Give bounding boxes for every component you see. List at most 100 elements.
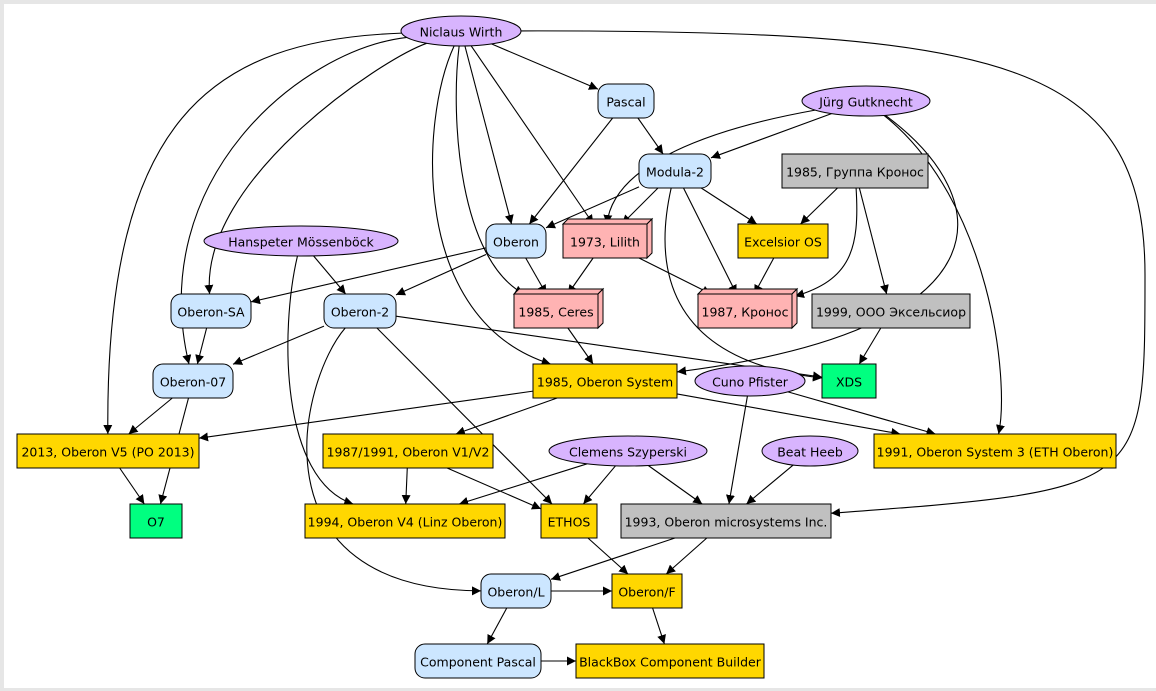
edge-wirth-to-oberon-system [432, 45, 551, 366]
edge-oberon-system-to-v5 [198, 390, 534, 442]
edge-modula2-to-oberon [545, 186, 640, 229]
node-label: Oberon-07 [160, 375, 226, 390]
node-lilith[interactable]: 1973, Lilith [561, 217, 654, 260]
language-shape [597, 83, 655, 119]
node-label: Clemens Szyperski [569, 445, 687, 460]
edge-oberon07-to-v5 [128, 397, 173, 435]
node-oberon-l[interactable]: Oberon/L [480, 573, 552, 609]
node-oberon-sa[interactable]: Oberon-SA [170, 293, 252, 329]
node-gutknecht[interactable]: Jürg Gutknecht [801, 85, 931, 117]
hardware-shape [562, 223, 648, 259]
edge-oberon2-to-oberon-l [306, 327, 482, 596]
node-label: BlackBox Component Builder [579, 655, 762, 670]
edge-modula2-to-excelsior-os [700, 187, 758, 225]
node-v1v2[interactable]: 1987/1991, Oberon V1/V2 [322, 433, 494, 469]
edge-pascal-to-oberon [528, 117, 614, 225]
edge-modula2-to-kronos [683, 187, 737, 295]
box-top-face [696, 288, 799, 295]
node-oberon2[interactable]: Oberon-2 [323, 293, 397, 329]
edge-oberon-l-to-component-pascal [486, 607, 508, 645]
node-kronos[interactable]: 1987, Кронос [696, 287, 799, 330]
system-shape [532, 363, 678, 399]
edge-szyperski-to-ethos [582, 465, 616, 505]
node-label: 1991, Oberon System 3 (ETH Oberon) [877, 445, 1114, 460]
edge-oms-to-oberon-f [665, 537, 708, 575]
edge-szyperski-to-v4 [458, 463, 588, 506]
edge-wirth-to-oms [520, 30, 1146, 518]
edge-oberon-system-to-system3 [676, 393, 901, 437]
node-label: Niclaus Wirth [420, 25, 503, 40]
edge-kronos-group-to-excelsior-os [800, 187, 838, 225]
organization-shape [811, 293, 971, 329]
node-label: 1985, Ceres [518, 305, 593, 320]
node-system3[interactable]: 1991, Oberon System 3 (ETH Oberon) [873, 433, 1117, 469]
edge-wirth-to-v5 [103, 32, 402, 435]
node-o7[interactable]: O7 [129, 503, 183, 539]
node-blackbox[interactable]: BlackBox Component Builder [575, 643, 765, 679]
language-shape [480, 573, 552, 609]
node-oms[interactable]: 1993, Oberon microsystems Inc. [620, 503, 832, 539]
node-label: ETHOS [548, 515, 591, 530]
product-shape [821, 363, 877, 399]
edge-excelsior-os-to-kronos [753, 257, 775, 295]
node-component-pascal[interactable]: Component Pascal [414, 643, 542, 679]
node-oberon-f[interactable]: Oberon/F [611, 573, 683, 609]
edge-ethos-to-oberon-f [587, 537, 629, 575]
node-oberon-system[interactable]: 1985, Oberon System [532, 363, 678, 399]
system-shape [322, 433, 494, 469]
node-ethos[interactable]: ETHOS [540, 503, 598, 539]
edge-lilith-to-ceres [567, 257, 594, 295]
node-label: 1993, Oberon microsystems Inc. [625, 515, 828, 530]
system-shape [16, 433, 200, 469]
node-ceres[interactable]: 1985, Ceres [512, 287, 605, 330]
node-label: Pascal [606, 95, 645, 110]
edge-oberon-to-oberon2 [395, 253, 487, 296]
node-szyperski[interactable]: Clemens Szyperski [548, 435, 708, 467]
person-shape [694, 365, 806, 397]
system-shape [304, 503, 506, 539]
edge-wirth-to-pascal [491, 43, 599, 90]
node-label: Oberon-SA [177, 305, 245, 320]
node-label: XDS [836, 375, 862, 390]
edge-pfister-to-system3 [787, 391, 936, 436]
edge-oberon-sa-to-oberon07 [195, 327, 208, 365]
node-kronos-group[interactable]: 1985, Группа Кронос [781, 153, 929, 189]
box-side-face [791, 287, 798, 330]
node-label: Excelsior OS [744, 235, 822, 250]
node-heeb[interactable]: Beat Heeb [761, 435, 859, 467]
node-pfister[interactable]: Cuno Pfister [694, 365, 806, 397]
edge-oberon2-to-oberon07 [232, 325, 325, 365]
node-pascal[interactable]: Pascal [597, 83, 655, 119]
system-shape [737, 223, 829, 259]
node-label: O7 [147, 515, 165, 530]
node-xds[interactable]: XDS [821, 363, 877, 399]
system-shape [873, 433, 1117, 469]
node-moessenboeck[interactable]: Hanspeter Mössenböck [203, 225, 399, 257]
edge-wirth-to-ceres [455, 45, 525, 295]
node-label: Beat Heeb [777, 445, 843, 460]
edge-gutknecht-to-modula2 [710, 113, 832, 159]
product-shape [129, 503, 183, 539]
edge-lilith-to-kronos [638, 257, 712, 295]
node-excelsior-os[interactable]: Excelsior OS [737, 223, 829, 259]
edge-gutknecht-to-oberon-system [676, 114, 958, 376]
node-v5[interactable]: 2013, Oberon V5 (PO 2013) [16, 433, 200, 469]
edge-wirth-to-oberon [464, 45, 514, 225]
edge-kronos-group-to-kronos [794, 187, 858, 299]
node-label: 1985, Oberon System [537, 375, 673, 390]
edge-excelsior-llc-to-xds [858, 327, 882, 365]
language-shape [485, 223, 547, 259]
person-shape [548, 435, 708, 467]
system-shape [540, 503, 598, 539]
node-modula2[interactable]: Modula-2 [638, 153, 712, 189]
system-shape [575, 643, 765, 679]
node-label: Oberon/F [618, 585, 675, 600]
node-excelsior-llc[interactable]: 1999, ООО Эксельсиор [811, 293, 971, 329]
node-oberon[interactable]: Oberon [485, 223, 547, 259]
node-wirth[interactable]: Niclaus Wirth [400, 15, 522, 47]
edges-layer [103, 30, 1146, 666]
node-oberon07[interactable]: Oberon-07 [152, 363, 234, 399]
hardware-shape [697, 293, 793, 329]
node-v4[interactable]: 1994, Oberon V4 (Linz Oberon) [304, 503, 506, 539]
